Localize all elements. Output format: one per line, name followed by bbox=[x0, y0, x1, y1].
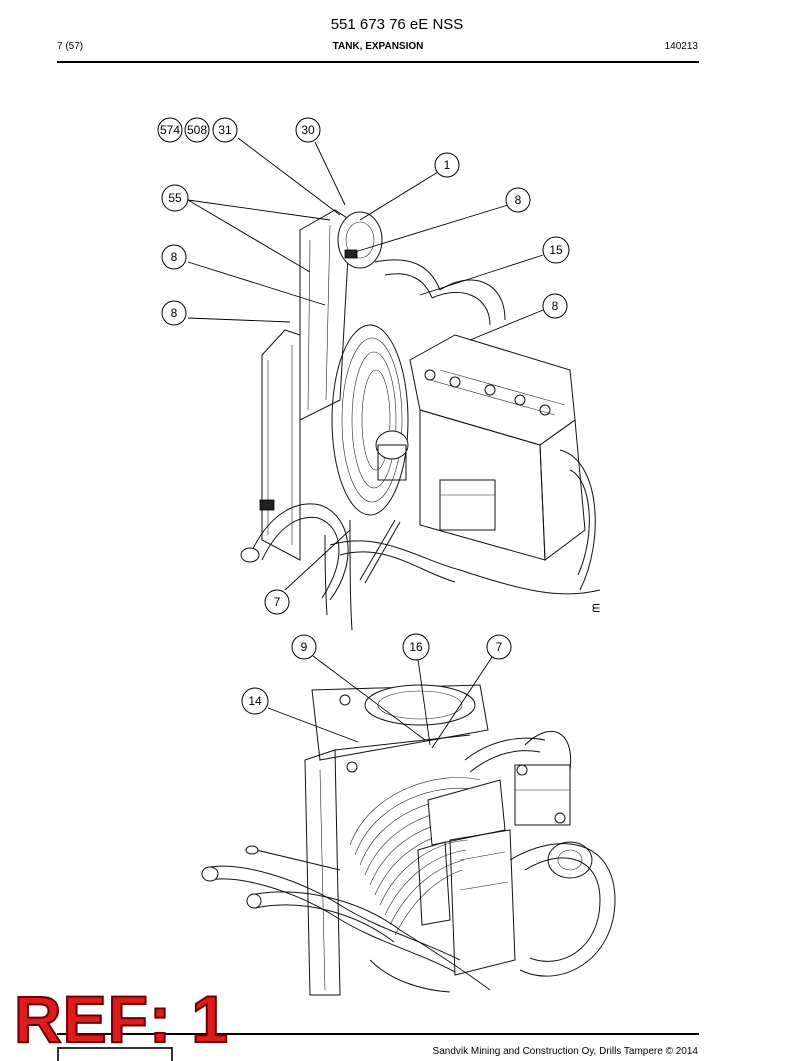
callout-7-a: 7 bbox=[264, 589, 290, 615]
date-code: 140213 bbox=[664, 41, 698, 52]
callouts-top: 574 508 31 30 1 55 8 8 15 8 8 7 bbox=[157, 117, 570, 615]
svg-text:9: 9 bbox=[301, 640, 308, 654]
svg-text:1: 1 bbox=[444, 158, 451, 172]
figure-stamp: ᗴ bbox=[592, 603, 600, 615]
callouts-bottom: 9 16 7 14 bbox=[241, 633, 512, 715]
svg-text:8: 8 bbox=[515, 193, 522, 207]
svg-text:30: 30 bbox=[301, 123, 315, 137]
callout-55: 55 bbox=[161, 184, 189, 212]
svg-text:508: 508 bbox=[187, 123, 207, 137]
svg-text:55: 55 bbox=[168, 191, 182, 205]
ref-label: REF: 1 bbox=[13, 982, 230, 1056]
callout-8-d: 8 bbox=[161, 300, 187, 326]
svg-text:8: 8 bbox=[552, 299, 559, 313]
header-divider bbox=[57, 61, 699, 63]
callout-14: 14 bbox=[241, 687, 269, 715]
callout-16: 16 bbox=[402, 633, 430, 661]
callout-8-a: 8 bbox=[505, 187, 531, 213]
callout-8-c: 8 bbox=[542, 293, 568, 319]
callout-8-b: 8 bbox=[161, 244, 187, 270]
svg-text:14: 14 bbox=[248, 694, 262, 708]
svg-text:8: 8 bbox=[171, 306, 178, 320]
callout-574: 574 bbox=[157, 117, 183, 143]
section-title: TANK, EXPANSION bbox=[332, 41, 424, 52]
callout-15: 15 bbox=[542, 236, 570, 264]
svg-text:15: 15 bbox=[549, 243, 563, 257]
copyright-text: Sandvik Mining and Construction Oy, Dril… bbox=[432, 1046, 698, 1057]
callout-leaders-bottom bbox=[267, 655, 493, 749]
svg-text:31: 31 bbox=[218, 123, 232, 137]
callout-7-b: 7 bbox=[486, 634, 512, 660]
svg-text:7: 7 bbox=[496, 640, 503, 654]
callout-9: 9 bbox=[291, 634, 317, 660]
callout-508: 508 bbox=[184, 117, 210, 143]
callout-30: 30 bbox=[295, 117, 321, 143]
svg-text:574: 574 bbox=[160, 123, 180, 137]
document-title: 551 673 76 eE NSS bbox=[330, 16, 464, 33]
callout-leaders-top bbox=[187, 137, 544, 591]
svg-text:8: 8 bbox=[171, 250, 178, 264]
svg-text:16: 16 bbox=[409, 640, 423, 654]
page-number: 7 (57) bbox=[57, 41, 84, 52]
engine-illustration-top bbox=[240, 209, 601, 631]
svg-text:7: 7 bbox=[274, 595, 281, 609]
engine-illustration-bottom bbox=[201, 684, 616, 996]
footer-divider bbox=[57, 1033, 699, 1035]
callout-31: 31 bbox=[212, 117, 238, 143]
callout-1: 1 bbox=[434, 152, 460, 178]
